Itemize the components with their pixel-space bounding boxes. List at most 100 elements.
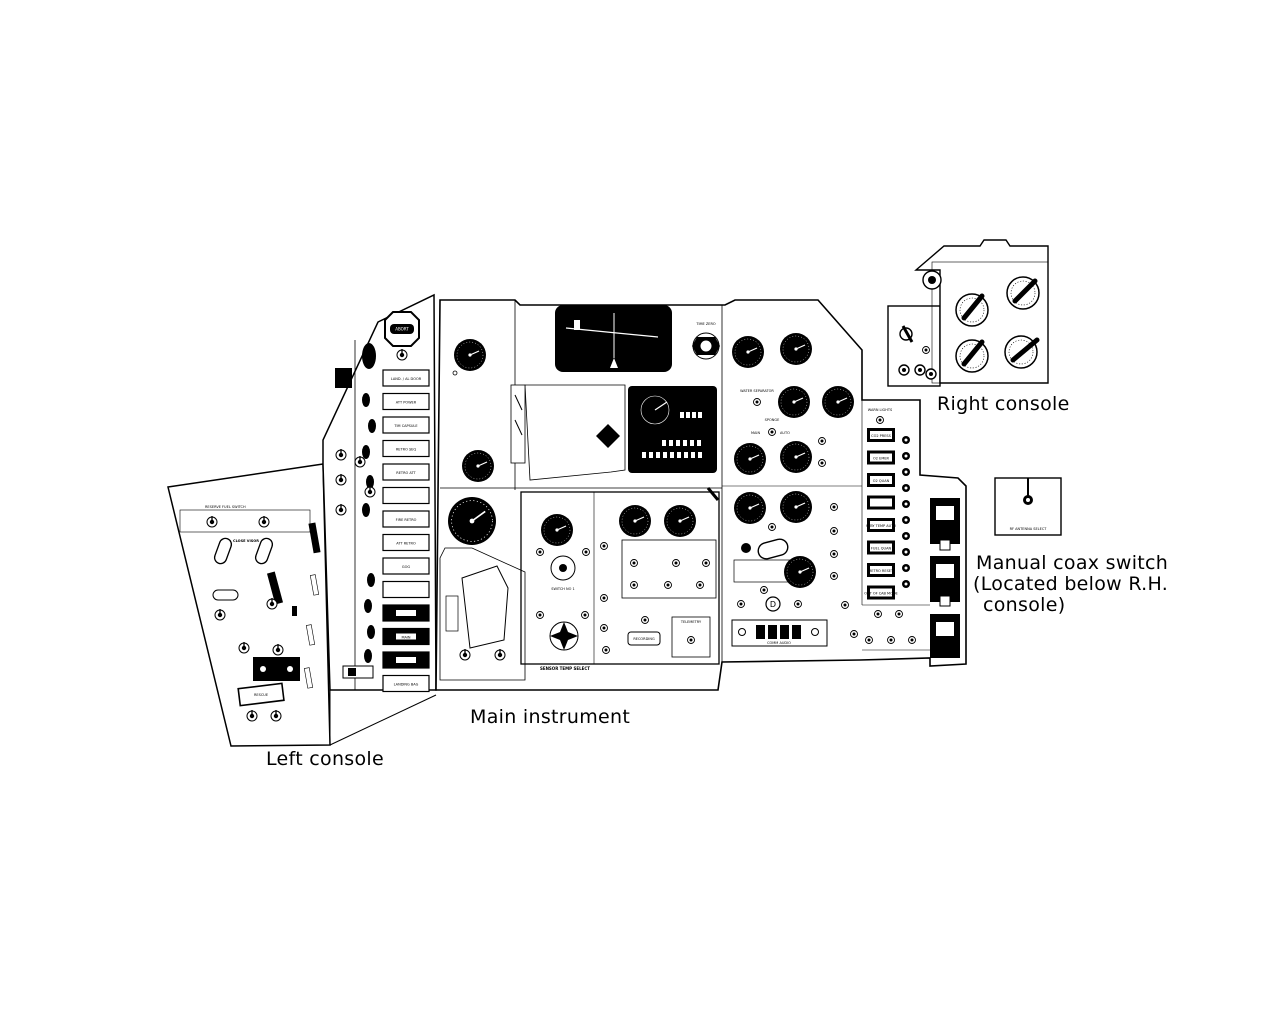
fans-toggle[interactable] bbox=[841, 601, 849, 609]
rescue-label: RESCUE bbox=[254, 693, 268, 697]
inner-gauge-3 bbox=[663, 504, 697, 538]
coax-caption-line-2: (Located below R.H. bbox=[973, 573, 1169, 595]
pitch-toggle[interactable] bbox=[536, 548, 544, 556]
telelight-label-4: RETRO SEQ bbox=[396, 448, 417, 452]
comm-audio-box: COMM AUDIO bbox=[731, 619, 828, 647]
recording-button[interactable]: RECORDING bbox=[627, 631, 661, 646]
telemetry-box: TELEMETRY bbox=[671, 616, 711, 658]
bypass-toggle[interactable] bbox=[760, 586, 768, 594]
mode-toggle-2[interactable] bbox=[672, 559, 680, 567]
hdr-toggle[interactable] bbox=[874, 610, 882, 618]
telelight-label-3: TIM CAPSULE bbox=[393, 424, 417, 428]
sensor-toggle-a[interactable] bbox=[536, 611, 544, 619]
pressure-gauge bbox=[731, 335, 765, 369]
telelight-14 bbox=[382, 674, 430, 693]
inner-gauge-1 bbox=[540, 513, 574, 547]
telelight-label-5: RETRO ATT bbox=[396, 471, 416, 475]
telelight-label-2: ATT POWER bbox=[396, 401, 417, 405]
panel-gauge-left bbox=[461, 449, 495, 483]
coax-caption-line-3: console) bbox=[983, 594, 1066, 616]
telelight-4 bbox=[382, 439, 430, 458]
telelight-6 bbox=[382, 486, 430, 505]
mode-toggle-6[interactable] bbox=[696, 581, 704, 589]
telelight-label-9: GOG bbox=[402, 565, 410, 569]
switch-no1-label: SWITCH NO 1 bbox=[551, 587, 575, 591]
telelight-label-14: LANDING BAG bbox=[394, 683, 419, 687]
mode-toggle-1[interactable] bbox=[630, 559, 638, 567]
close-visor-handles[interactable]: CLOSE VISOR bbox=[213, 537, 274, 566]
warning-light-label-6: FUEL QUAN bbox=[871, 547, 892, 551]
main-instrument-caption: Main instrument bbox=[470, 706, 631, 728]
abort-handle[interactable]: ABORT bbox=[384, 311, 420, 347]
warning-light-label-5: STBY TEMP AUTO bbox=[866, 524, 897, 528]
warn-lights-label: WARN LIGHTS bbox=[868, 408, 893, 412]
beacon-toggle-2[interactable] bbox=[887, 636, 895, 644]
sensor-temp-selector[interactable]: SENSOR TEMP SELECT bbox=[540, 621, 590, 671]
ascs-toggle[interactable] bbox=[794, 600, 802, 608]
switch-no1-selector[interactable]: SWITCH NO 1 bbox=[550, 555, 576, 591]
telelight-label-7: FIRE RETRO bbox=[396, 518, 417, 522]
main-label: MAIN bbox=[751, 431, 760, 435]
center-octagon-display bbox=[628, 386, 717, 473]
sensor-temp-select-label: SENSOR TEMP SELECT bbox=[540, 666, 590, 671]
rc-left-box-controls bbox=[898, 325, 937, 380]
rc-dial-1[interactable] bbox=[955, 293, 989, 327]
ready-light-toggle[interactable] bbox=[830, 572, 838, 580]
yaw-toggle[interactable] bbox=[582, 548, 590, 556]
beacon-toggle-1[interactable] bbox=[865, 636, 873, 644]
manual-coax-switch[interactable]: RF ANTENNA SELECT bbox=[994, 477, 1062, 536]
dv-toggle[interactable] bbox=[600, 624, 608, 632]
o2-gauge-2 bbox=[779, 490, 813, 524]
uhf-select-toggle[interactable] bbox=[850, 630, 858, 638]
close-visor-label: CLOSE VISOR bbox=[233, 539, 259, 543]
rc-dial-3[interactable] bbox=[955, 339, 989, 373]
temp-gauge-1 bbox=[777, 385, 811, 419]
comm-audio-label: COMM AUDIO bbox=[767, 641, 791, 645]
program-toggle[interactable] bbox=[600, 542, 608, 550]
telelight-9 bbox=[382, 557, 430, 575]
rescue-button[interactable]: RESCUE bbox=[237, 682, 285, 707]
sbd-toggle[interactable] bbox=[600, 594, 608, 602]
audio-bus-toggle[interactable] bbox=[737, 600, 745, 608]
stby-ascs-toggle[interactable] bbox=[830, 527, 838, 535]
telemetry-label: TELEMETRY bbox=[680, 620, 702, 624]
telelight-label-1: LAND. / AL DOOR bbox=[391, 377, 422, 381]
warning-light-label-1: CO2 PRESS bbox=[871, 434, 892, 438]
telelight-8 bbox=[382, 533, 430, 552]
record-toggle[interactable] bbox=[895, 610, 903, 618]
sensor-toggle-b[interactable] bbox=[581, 611, 589, 619]
water-separator-label: WATER SEPARATOR bbox=[740, 389, 774, 393]
telelight-label-12: MAIN bbox=[401, 636, 410, 640]
beacon-toggle-3[interactable] bbox=[908, 636, 916, 644]
rc-dial-4[interactable] bbox=[1004, 335, 1040, 369]
recording-toggle[interactable] bbox=[641, 616, 649, 624]
lever-column bbox=[362, 393, 376, 663]
ascs-ac-toggle[interactable] bbox=[830, 503, 838, 511]
sponge-toggle[interactable] bbox=[768, 428, 776, 436]
ammeter-toggle[interactable] bbox=[768, 523, 776, 531]
recording-label: RECORDING bbox=[633, 637, 655, 641]
telelight-3 bbox=[382, 416, 430, 434]
telemetry-toggle[interactable] bbox=[687, 636, 695, 644]
sponge-section: SPONGE MAIN AUTO bbox=[751, 418, 790, 436]
water-separator-toggle[interactable] bbox=[753, 398, 761, 406]
amp-gauge bbox=[783, 555, 817, 589]
rc-dial-2[interactable] bbox=[1006, 276, 1040, 310]
black-square-indicator bbox=[335, 368, 352, 388]
mode-toggle-5[interactable] bbox=[664, 581, 672, 589]
warn-lights-toggle[interactable] bbox=[876, 416, 884, 424]
time-zero-button[interactable]: TIME ZERO bbox=[692, 322, 720, 360]
cabin-fan-toggle[interactable] bbox=[818, 459, 826, 467]
tv-toggle[interactable] bbox=[602, 646, 610, 654]
abort-label: ABORT bbox=[395, 327, 409, 332]
suit-fan-toggle[interactable] bbox=[818, 437, 826, 445]
inner-gauge-2 bbox=[618, 504, 652, 538]
escape-handle[interactable] bbox=[362, 343, 376, 369]
mode-toggle-3[interactable] bbox=[702, 559, 710, 567]
mode-toggle-4[interactable] bbox=[630, 581, 638, 589]
telelight-2 bbox=[382, 392, 430, 411]
isol-toggle[interactable] bbox=[830, 550, 838, 558]
rc-toggle[interactable] bbox=[922, 346, 930, 354]
